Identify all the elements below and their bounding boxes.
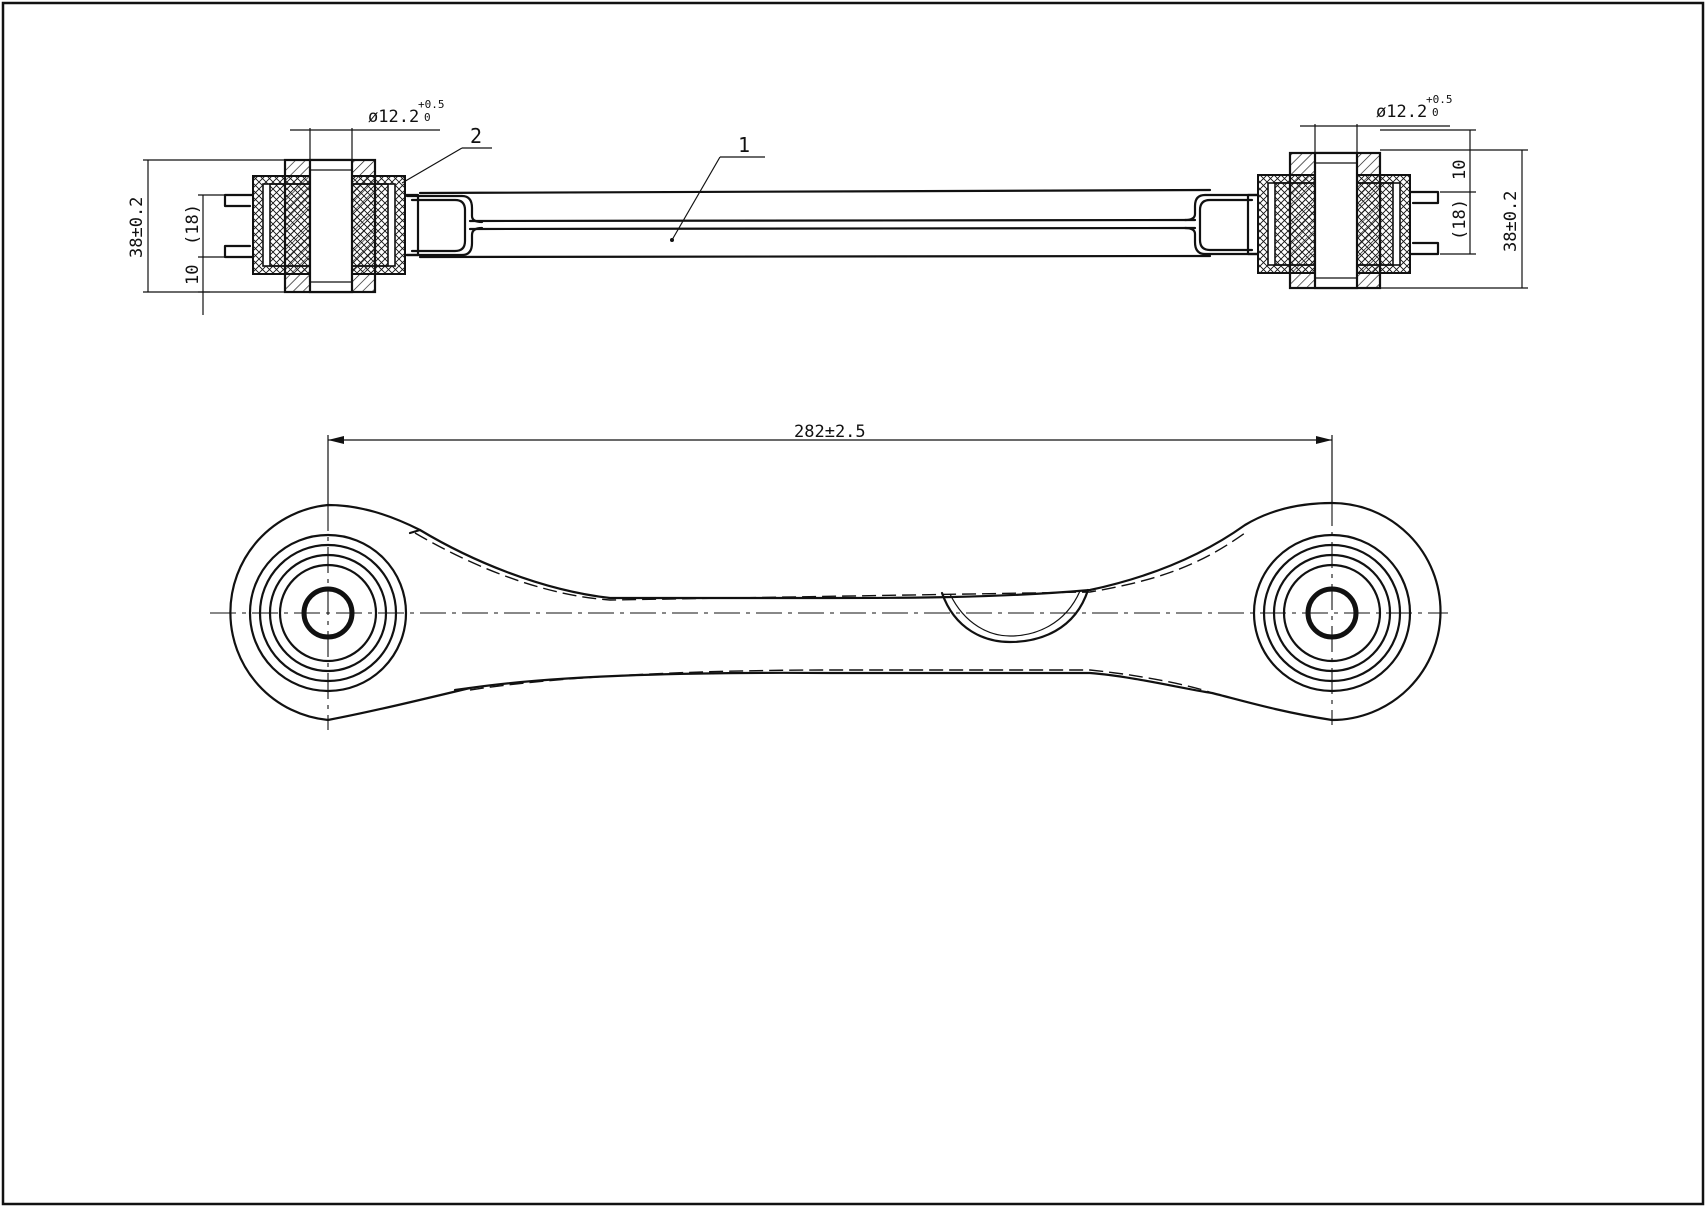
right-eye (1252, 533, 1412, 693)
left-eye (248, 533, 408, 693)
center-distance-dimension (327, 435, 1333, 505)
dim-width-right: 38±0.2 (1501, 191, 1521, 252)
dim-offset-right: 10 (1450, 160, 1470, 180)
arm-inner-dashed (414, 532, 1246, 601)
dim-bore-right-tol-upper: +0.5 (1426, 93, 1453, 106)
dim-bore-left-tol-upper: +0.5 (418, 98, 445, 111)
dim-inner-right: (18) (1450, 199, 1470, 240)
dim-inner-left: (18) (183, 204, 203, 245)
top-view-dimension-lines (143, 124, 1528, 315)
link-tube (405, 188, 1260, 259)
callout-1: 1 (738, 133, 750, 157)
side-section-view: ø12.2 +0.5 0 ø12.2 +0.5 0 2 1 38±0.2 (18… (127, 93, 1528, 315)
dim-width-left: 38±0.2 (127, 197, 147, 258)
dim-bore-right-tol-lower: 0 (1432, 106, 1439, 119)
left-bushing-section (223, 158, 420, 294)
dim-bore-left: ø12.2 (368, 107, 419, 127)
dim-offset-left: 10 (183, 265, 203, 285)
plan-view: 282±2.5 (210, 422, 1448, 730)
dim-center-distance: 282±2.5 (794, 422, 866, 442)
dim-bore-right: ø12.2 (1376, 102, 1427, 122)
dim-bore-left-tol-lower: 0 (424, 111, 431, 124)
arm-outline (229, 501, 1442, 722)
callout-2: 2 (470, 124, 482, 148)
right-bushing-section (1246, 151, 1440, 290)
center-recess (940, 588, 1090, 644)
